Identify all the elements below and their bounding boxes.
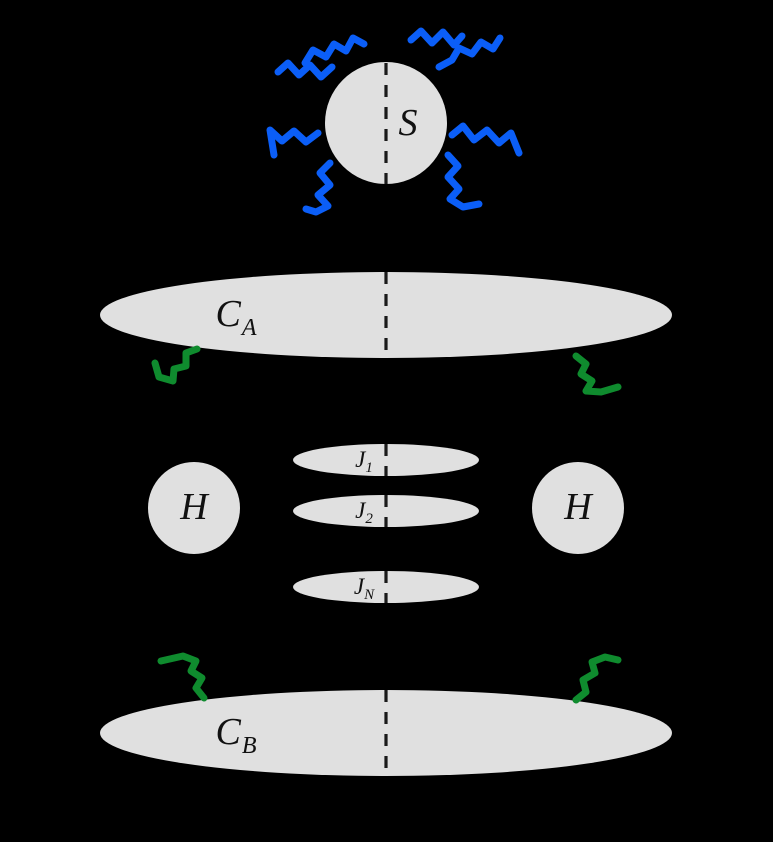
junction-2-label: J2 <box>355 498 373 527</box>
junction-N-ellipse <box>293 571 479 603</box>
cavity-b-label-subscript: B <box>242 733 257 759</box>
junction-1-label-main: J <box>355 447 367 472</box>
green-wave-cavity-b-right <box>572 653 622 704</box>
green-wave-cavity-b-left <box>157 652 208 702</box>
node-hub-right: H <box>532 462 624 554</box>
junction-2-label-main: J <box>355 498 367 523</box>
node-hub-left: H <box>148 462 240 554</box>
cavity-b-label-main: C <box>215 711 241 753</box>
green-wave-cavity-a-right <box>572 352 622 396</box>
junction-1-ellipse <box>293 444 479 476</box>
junction-1-label: J1 <box>355 447 373 476</box>
junction-N-label-main: J <box>354 574 366 599</box>
junction-2-label-subscript: 2 <box>365 511 373 527</box>
blue-wave-upper-left-outer <box>274 59 336 81</box>
blue-wave-lower-left <box>302 159 334 216</box>
hub-right-label-main: H <box>563 486 594 528</box>
source-circle <box>325 62 447 184</box>
blue-wave-group <box>266 27 523 216</box>
blue-wave-left-mid <box>266 126 322 159</box>
blue-wave-lower-right <box>444 151 483 211</box>
cavity-a-label: CA <box>215 293 256 341</box>
junction-2-ellipse <box>293 495 479 527</box>
source-label-main: S <box>399 102 418 144</box>
cavity-a-ellipse <box>100 272 672 358</box>
cavity-a-label-main: C <box>215 293 241 335</box>
junction-2: J2 <box>293 495 479 527</box>
junction-N-label-subscript: N <box>363 587 375 603</box>
junction-N-label: JN <box>354 574 375 603</box>
junction-1-label-subscript: 1 <box>365 460 373 476</box>
blue-wave-upper-right-outer <box>435 34 504 71</box>
blue-wave-right-mid <box>448 122 523 157</box>
cavity-a-label-subscript: A <box>240 315 257 341</box>
hub-right-label: H <box>563 486 594 528</box>
hub-left-circle <box>148 462 240 554</box>
junction-N: JN <box>293 571 479 603</box>
green-wave-group <box>151 345 622 704</box>
cavity-b-label: CB <box>215 711 256 759</box>
hub-left-label-main: H <box>179 486 210 528</box>
junction-1: J1 <box>293 444 479 476</box>
hub-left-label: H <box>179 486 210 528</box>
source-label: S <box>399 102 418 144</box>
node-cavity-b: CB <box>100 690 672 776</box>
blue-wave-upper-right-inner <box>407 27 466 49</box>
node-cavity-a: CA <box>100 272 672 358</box>
hub-right-circle <box>532 462 624 554</box>
node-source: S <box>325 62 447 184</box>
cavity-b-ellipse <box>100 690 672 776</box>
blue-wave-upper-left-inner <box>301 34 368 67</box>
green-wave-cavity-a-left <box>151 345 201 385</box>
